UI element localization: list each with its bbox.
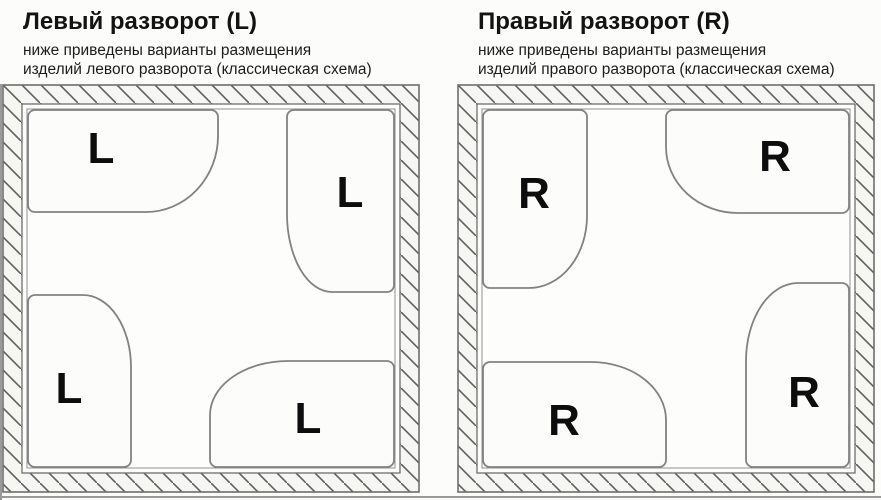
bath-unit-outline: [27, 109, 219, 213]
panel-subtitle-right: ниже приведены варианты размещения издел…: [478, 41, 876, 79]
bath-unit-outline: [27, 294, 132, 468]
bath-unit-outline: [665, 109, 850, 214]
room-plan-right: R R R R: [457, 84, 875, 493]
bath-unit-label: L: [337, 168, 364, 217]
bath-unit-outline: [209, 360, 395, 468]
bath-unit-outline: [482, 109, 588, 289]
bath-unit-label: R: [518, 169, 550, 218]
left-layout-panel: Левый разворот (L) ниже приведены вариан…: [2, 0, 421, 500]
room-inner-line: [481, 108, 851, 469]
right-layout-panel: Правый разворот (R) ниже приведены вариа…: [457, 0, 876, 500]
panel-title-right: Правый разворот (R): [478, 8, 730, 35]
image-edge-line-bottom: [0, 496, 881, 498]
bath-unit-label: L: [295, 394, 322, 443]
bath-unit-label: R: [788, 368, 820, 417]
panel-subtitle-right-line1: ниже приведены варианты размещения: [478, 41, 767, 59]
room-plan-left: L L L L: [2, 84, 420, 493]
bath-unit-outline: [482, 361, 667, 468]
bath-unit-outline: [286, 109, 395, 293]
panel-subtitle-left-line1: ниже приведены варианты размещения: [23, 41, 312, 59]
panel-subtitle-left: ниже приведены варианты размещения издел…: [23, 41, 421, 79]
bath-unit-outline: [745, 282, 850, 468]
bath-unit-label: R: [759, 132, 791, 181]
image-edge-line-left: [0, 84, 2, 500]
panel-title-left: Левый разворот (L): [23, 8, 257, 35]
bath-unit-label: R: [548, 396, 580, 445]
bath-unit-label: L: [88, 124, 115, 173]
panel-subtitle-right-line2: изделий правого разворота (классическая …: [478, 60, 835, 78]
panel-subtitle-left-line2: изделий левого разворота (классическая с…: [23, 60, 372, 78]
room-inner-line: [26, 108, 396, 469]
bath-unit-label: L: [56, 364, 83, 413]
